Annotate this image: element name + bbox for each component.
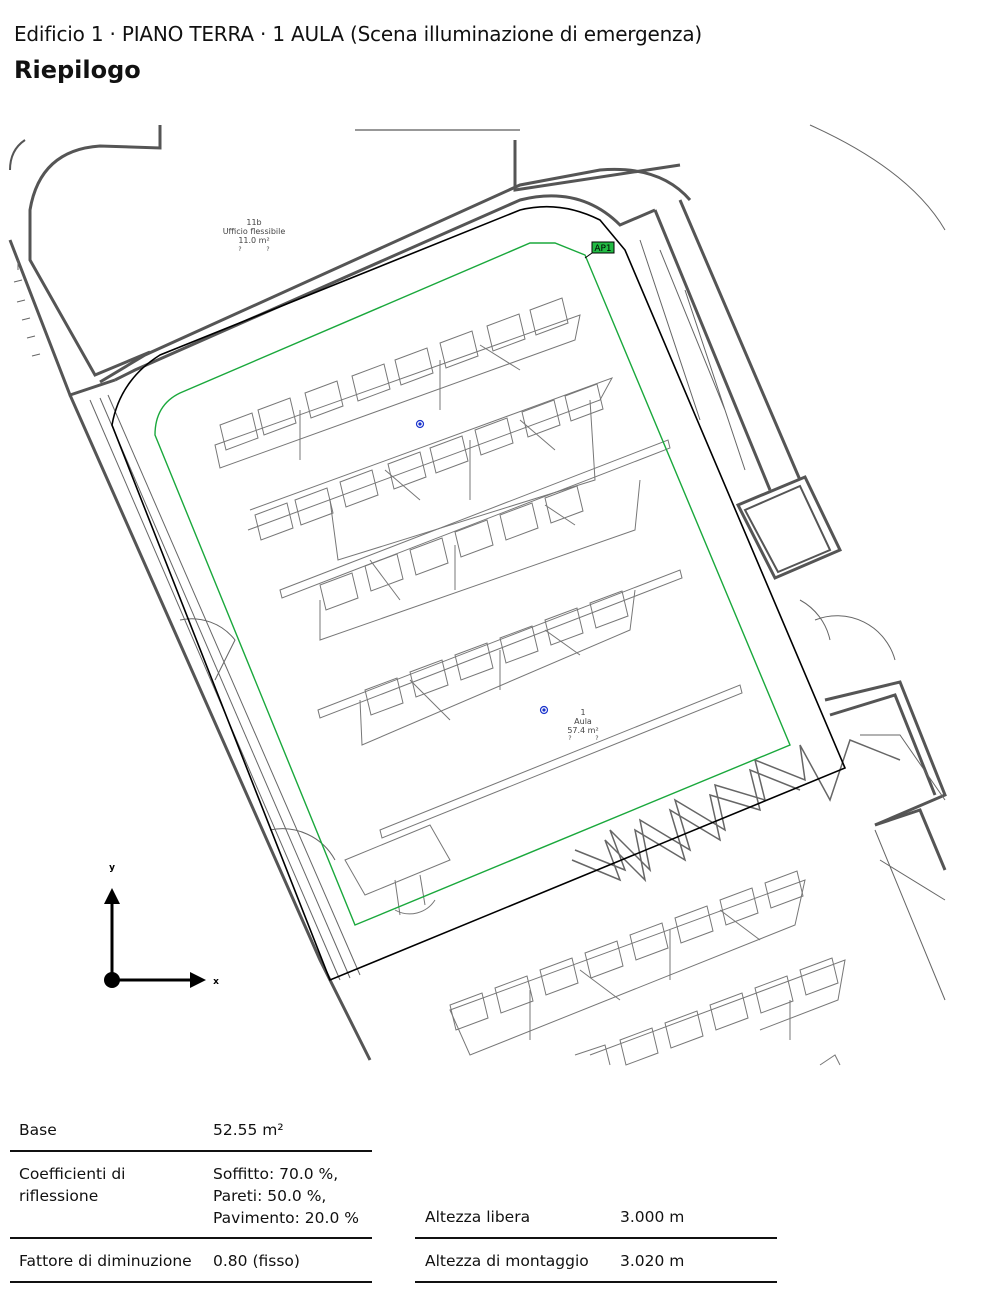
building-walls (8, 125, 947, 1061)
outer-thin-lines (13, 124, 946, 1001)
room-outline (111, 205, 847, 982)
svg-text:?: ? (238, 246, 241, 253)
divider (10, 1281, 372, 1283)
axis-indicator: y x (104, 863, 219, 988)
svg-text:57.4 m²: 57.4 m² (567, 726, 598, 735)
luminaire-ap1: AP1 (584, 241, 615, 259)
divider (10, 1237, 372, 1239)
furniture (214, 297, 846, 1066)
svg-text:?: ? (266, 246, 269, 253)
base-value: 52.55 m² (213, 1121, 284, 1139)
room-label-1: 1 Aula 57.4 m² ? ? (567, 708, 598, 742)
measurement-point-icon (539, 705, 549, 715)
axis-y-label: y (109, 863, 115, 873)
maintenance-value: 0.80 (fisso) (213, 1252, 300, 1270)
svg-text:1: 1 (580, 708, 585, 717)
header-breadcrumb: Edificio 1 · PIANO TERRA · 1 AULA (Scena… (14, 22, 703, 46)
mounting-value: 3.020 m (620, 1252, 685, 1270)
luminaire-tag-label: AP1 (594, 244, 611, 254)
divider (415, 1281, 777, 1283)
svg-text:?: ? (595, 735, 598, 742)
reflection-floor: Pavimento: 20.0 % (213, 1209, 359, 1227)
reflection-label: Coefficienti di riflessione (19, 1165, 126, 1205)
floor-plan: AP1 11b Ufficio flessibile 11.0 m² ? ? 1… (8, 124, 947, 1066)
measurement-points (415, 419, 549, 715)
calculation-area (154, 242, 791, 926)
axis-x-label: x (213, 977, 219, 987)
measurement-point-icon (415, 419, 425, 429)
svg-text:?: ? (568, 735, 571, 742)
reflection-values: Soffitto: 70.0 %, Pareti: 50.0 %, Pavime… (213, 1163, 359, 1229)
maintenance-label: Fattore di diminuzione (19, 1252, 192, 1270)
divider (10, 1150, 372, 1152)
height-label: Altezza libera (425, 1208, 531, 1226)
svg-text:Aula: Aula (574, 717, 592, 726)
base-label: Base (19, 1121, 57, 1139)
svg-text:11.0 m²: 11.0 m² (238, 236, 269, 245)
room-label-11b: 11b Ufficio flessibile 11.0 m² ? ? (223, 218, 286, 253)
page-title: Riepilogo (14, 56, 141, 84)
height-value: 3.000 m (620, 1208, 685, 1226)
svg-text:11b: 11b (246, 218, 261, 227)
zigzag-wall (571, 739, 901, 883)
divider (415, 1237, 777, 1239)
svg-text:Ufficio flessibile: Ufficio flessibile (223, 227, 286, 236)
mounting-label: Altezza di montaggio (425, 1252, 589, 1270)
reflection-ceiling: Soffitto: 70.0 %, (213, 1165, 339, 1183)
summary-table: Base 52.55 m² Coefficienti di riflession… (0, 1105, 1000, 1305)
reflection-walls: Pareti: 50.0 %, (213, 1187, 327, 1205)
